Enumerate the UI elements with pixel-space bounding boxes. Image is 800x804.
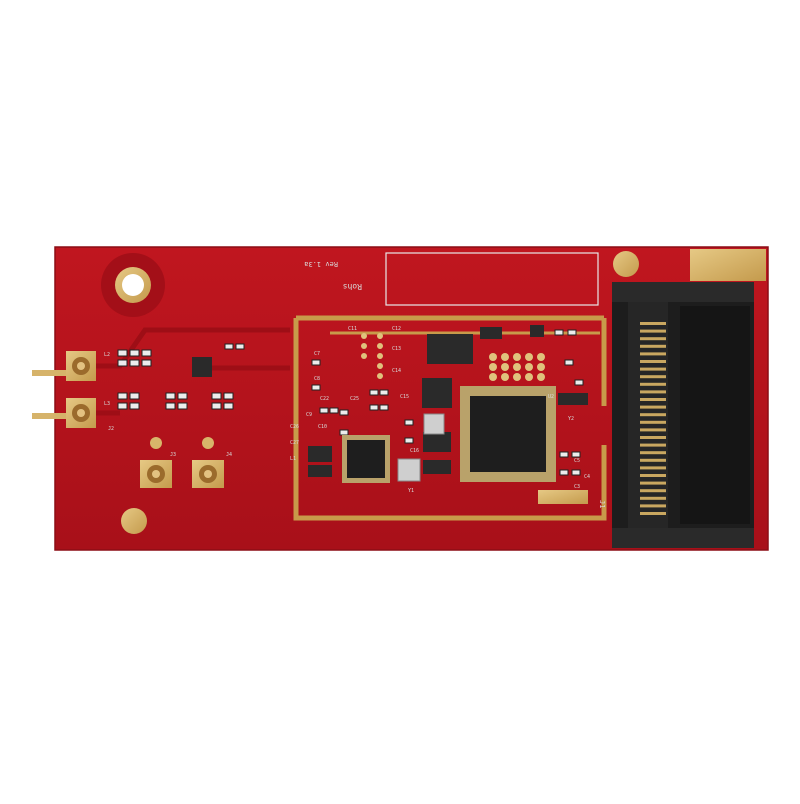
fiducial-pads (121, 249, 766, 534)
silkscreen-box (385, 252, 599, 306)
silkscreen-label: Y2 (568, 416, 574, 422)
rohs-label: Rohs (343, 282, 362, 291)
connector-pin (640, 352, 666, 356)
small-ics (192, 325, 588, 477)
connector-pin (640, 512, 666, 515)
connector-pin (640, 466, 666, 470)
connector-pin (640, 496, 666, 500)
silkscreen-label: L1 (290, 456, 296, 462)
silkscreen-label: C16 (410, 448, 419, 454)
rf-traces (96, 327, 290, 416)
silkscreen-label: C11 (348, 326, 357, 332)
silkscreen-label: C22 (320, 396, 329, 402)
revision-label: Rev 1.3a (304, 260, 338, 268)
connector-pin (640, 436, 666, 439)
connector-pin (640, 344, 666, 348)
silkscreen-label: C10 (318, 424, 327, 430)
ufl-connector-bottom (140, 437, 224, 488)
silkscreen-label: J3 (170, 452, 176, 458)
silkscreen-label: C14 (392, 368, 401, 374)
silkscreen-label: C15 (400, 394, 409, 400)
silkscreen-label: Y1 (408, 488, 414, 494)
silkscreen-label: C13 (392, 346, 401, 352)
connector-pin (640, 458, 666, 462)
connector-pin (640, 489, 666, 493)
silkscreen-label: C7 (314, 351, 320, 357)
connector-pin (640, 398, 666, 401)
silkscreen-label: C27 (290, 440, 299, 446)
silkscreen-label: C5 (574, 458, 580, 464)
edge-connector (612, 282, 754, 548)
crystals (397, 413, 445, 482)
connector-label: J1 (598, 500, 606, 508)
connector-pin (640, 375, 666, 379)
connector-pin (640, 390, 666, 394)
connector-pin (640, 322, 666, 325)
silkscreen-label: C26 (290, 424, 299, 430)
silkscreen-label: J2 (108, 426, 114, 432)
silkscreen-label: U2 (548, 394, 554, 400)
connector-pin (640, 405, 666, 409)
connector-pin (640, 382, 666, 386)
via-grid (361, 333, 545, 381)
connector-pin (640, 428, 666, 432)
silkscreen-label: C3 (574, 484, 580, 490)
connector-pins (640, 322, 666, 515)
connector-pin (640, 413, 666, 417)
silkscreen-label: C9 (306, 412, 312, 418)
main-microcontroller (460, 386, 556, 482)
connector-pin (640, 360, 666, 363)
silkscreen-label: C12 (392, 326, 401, 332)
transceiver-chip (342, 435, 390, 483)
silkscreen-label: L2 (104, 352, 110, 358)
silkscreen-label: C8 (314, 376, 320, 382)
connector-pin (640, 474, 666, 477)
connector-pin (640, 443, 666, 447)
connector-pin (640, 420, 666, 424)
gold-pad-strip (538, 490, 588, 504)
silkscreen-label: J4 (226, 452, 232, 458)
ufl-connector-left (32, 351, 96, 428)
connector-pin (640, 504, 666, 508)
passive-components (117, 329, 584, 476)
connector-pin (640, 451, 666, 455)
silkscreen-label: C4 (584, 474, 590, 480)
connector-pin (640, 481, 666, 485)
connector-pin (640, 337, 666, 341)
mounting-hole (115, 267, 151, 303)
silkscreen-label: C25 (350, 396, 359, 402)
connector-pin (640, 367, 666, 371)
silkscreen-label: L3 (104, 401, 110, 407)
connector-pin (640, 329, 666, 333)
